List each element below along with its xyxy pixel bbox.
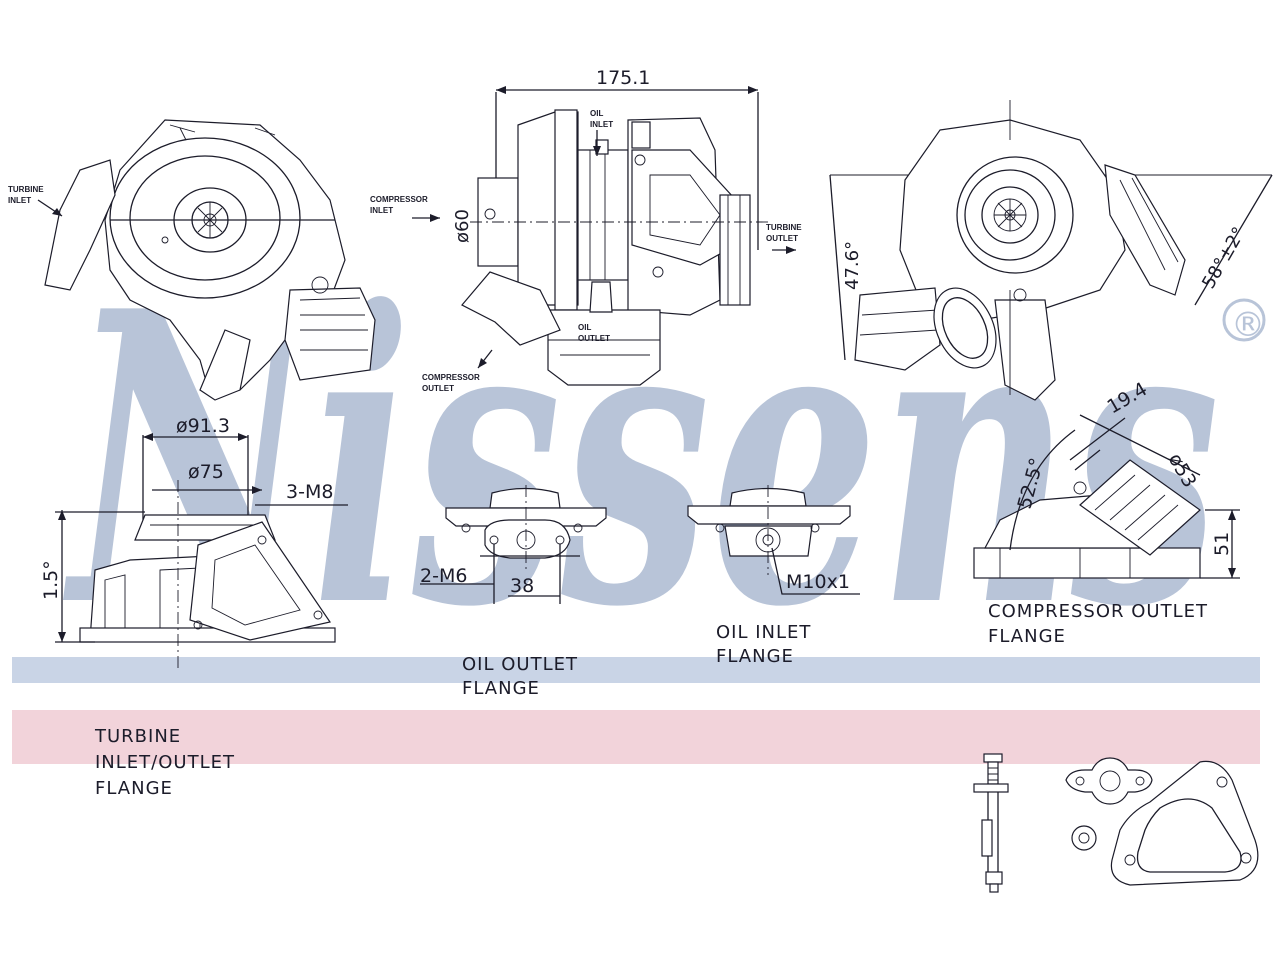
svg-text:OIL OUTLET: OIL OUTLET: [462, 654, 578, 675]
svg-text:INLET: INLET: [370, 206, 393, 215]
svg-text:TURBINE: TURBINE: [8, 185, 44, 194]
registered-mark-circle: [1222, 298, 1266, 342]
turbo-view-front: 175.1 ø60: [452, 67, 770, 386]
flange-label-compressor-outlet: COMPRESSOR OUTLET FLANGE: [988, 601, 1208, 647]
svg-text:INLET: INLET: [590, 120, 613, 129]
turbine-flange-angle: 1.5°: [40, 560, 62, 600]
svg-text:OUTLET: OUTLET: [578, 334, 610, 343]
svg-text:OUTLET: OUTLET: [422, 384, 454, 393]
oil-feed-line: [973, 753, 1009, 893]
svg-text:FLANGE: FLANGE: [462, 678, 540, 699]
flange-label-oil-outlet: OIL OUTLET FLANGE: [462, 654, 578, 699]
small-washer: [1071, 825, 1097, 851]
oil-inlet-thread: M10x1: [786, 571, 850, 593]
oil-flange-gasket: [1065, 757, 1153, 805]
svg-text:FLANGE: FLANGE: [95, 778, 173, 799]
pink-label-band: [12, 710, 1260, 764]
svg-text:INLET: INLET: [8, 196, 31, 205]
oil-outlet-flange-detail: 2-M6 38: [420, 485, 607, 604]
turbo-view-turbine-side: [44, 119, 376, 401]
turbine-flange-inner-dia: ø75: [188, 461, 224, 483]
compressor-outlet-flange-detail: 19.4 ø53 52.5° 51: [973, 378, 1240, 579]
svg-text:FLANGE: FLANGE: [988, 626, 1066, 647]
turbine-flange-gasket: [1110, 760, 1259, 886]
compressor-outlet-height: 51: [1211, 532, 1233, 556]
oil-outlet-spacing: 38: [510, 575, 534, 597]
svg-text:OUTLET: OUTLET: [766, 234, 798, 243]
oil-outlet-bolts: 2-M6: [420, 565, 467, 587]
registered-mark: ®: [1231, 305, 1265, 345]
compressor-inlet-diameter: ø60: [452, 209, 473, 243]
svg-text:COMPRESSOR: COMPRESSOR: [370, 195, 428, 204]
front-view-notes: COMPRESSOR INLET OIL INLET TURBINE OUTLE…: [370, 109, 802, 393]
flange-label-turbine: TURBINE INLET/OUTLET FLANGE: [94, 726, 235, 799]
svg-text:OIL: OIL: [590, 109, 603, 118]
turbo-view-compressor-side: 47.6° 58°±2°: [829, 100, 1273, 401]
svg-text:TURBINE: TURBINE: [766, 223, 802, 232]
flange-label-oil-inlet: OIL INLET FLANGE: [716, 622, 811, 667]
turbine-flange-detail: ø91.3 ø75 3-M8 1.5°: [40, 415, 348, 668]
svg-text:FLANGE: FLANGE: [716, 646, 794, 667]
svg-text:INLET/OUTLET: INLET/OUTLET: [95, 752, 235, 773]
svg-text:COMPRESSOR OUTLET: COMPRESSOR OUTLET: [988, 601, 1208, 622]
svg-text:TURBINE: TURBINE: [94, 726, 181, 747]
overall-length-dimension: 175.1: [596, 67, 650, 89]
turbine-flange-outer-dia: ø91.3: [176, 415, 230, 437]
turbine-inlet-note: TURBINE INLET: [8, 185, 63, 217]
oil-inlet-flange-detail: M10x1: [687, 485, 860, 595]
svg-text:OIL: OIL: [578, 323, 591, 332]
svg-text:OIL INLET: OIL INLET: [716, 622, 811, 643]
side-angle-left: 47.6°: [842, 241, 863, 290]
turbine-flange-bolts: 3-M8: [286, 481, 333, 503]
blue-divider-band: [12, 657, 1260, 683]
svg-text:COMPRESSOR: COMPRESSOR: [422, 373, 480, 382]
